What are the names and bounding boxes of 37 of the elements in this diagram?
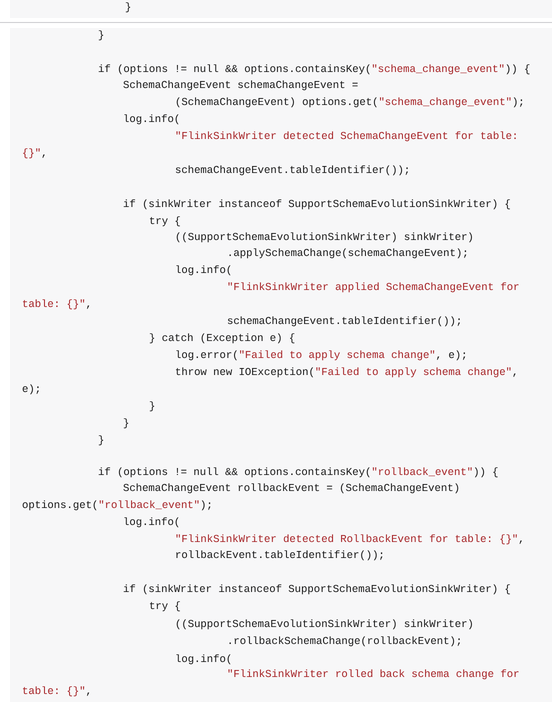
code-line: .applySchemaChange(schemaChangeEvent); xyxy=(227,247,469,261)
code-line: "FlinkSinkWriter rolled back schema change for xyxy=(227,668,520,682)
code-line: try { xyxy=(149,215,181,229)
code-line: SchemaChangeEvent schemaChangeEvent = xyxy=(123,79,358,93)
code-line: if (sinkWriter instanceof SupportSchemaEvolutionSinkWriter) { xyxy=(123,198,511,212)
code-line: if (options != null && options.containsKey("rollback_event")) { xyxy=(98,466,499,480)
code-line: } xyxy=(125,1,132,15)
code-line: (SchemaChangeEvent) options.get("schema_change_event"); xyxy=(175,96,525,110)
code-line: schemaChangeEvent.tableIdentifier()); xyxy=(175,164,410,178)
code-line: ((SupportSchemaEvolutionSinkWriter) sinkWriter) xyxy=(175,618,474,632)
code-line: {}", xyxy=(22,147,48,161)
code-line: } xyxy=(123,417,130,431)
code-line: } xyxy=(149,400,156,414)
code-line: schemaChangeEvent.tableIdentifier()); xyxy=(227,315,462,329)
code-line: ((SupportSchemaEvolutionSinkWriter) sinkWriter) xyxy=(175,231,474,245)
code-line: options.get("rollback_event"); xyxy=(22,499,213,513)
code-line: table: {}", xyxy=(22,685,92,699)
code-line: } xyxy=(98,434,104,448)
code-line: log.error("Failed to apply schema change", e); xyxy=(175,349,468,363)
code-line: if (options != null && options.containsKey("schema_change_event")) { xyxy=(98,63,530,77)
code-line: SchemaChangeEvent rollbackEvent = (SchemaChangeEvent) xyxy=(123,482,460,496)
code-line: table: {}", xyxy=(22,298,92,312)
code-line: log.info( xyxy=(175,653,232,667)
code-line: log.info( xyxy=(123,113,180,127)
code-line: e); xyxy=(22,383,42,397)
code-line: "FlinkSinkWriter applied SchemaChangeEvent for xyxy=(227,281,520,295)
code-line: throw new IOException("Failed to apply schema change", xyxy=(175,366,518,380)
code-line: rollbackEvent.tableIdentifier()); xyxy=(175,549,385,563)
code-line: if (sinkWriter instanceof SupportSchemaEvolutionSinkWriter) { xyxy=(123,583,511,597)
code-line: try { xyxy=(149,600,181,614)
code-line: } catch (Exception e) { xyxy=(149,332,296,346)
code-line: "FlinkSinkWriter detected SchemaChangeEvent for table: xyxy=(175,130,518,144)
code-line: "FlinkSinkWriter detected RollbackEvent for table: {}", xyxy=(175,533,525,547)
code-line: log.info( xyxy=(175,264,232,278)
code-line: .rollbackSchemaChange(rollbackEvent); xyxy=(227,635,462,649)
code-line: } xyxy=(98,29,104,43)
code-line: log.info( xyxy=(123,516,180,530)
